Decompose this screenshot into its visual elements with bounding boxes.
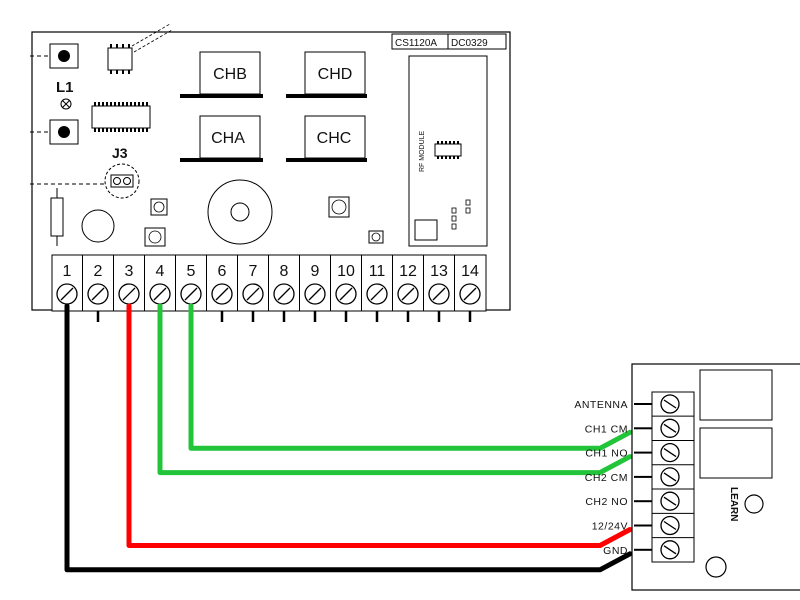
svg-text:CHA: CHA [211,130,245,147]
receiver-terminal [634,488,694,511]
receiver-labels: ANTENNA CH1 CM CH1 NO CH2 CM CH2 NO 12/24V GND [574,399,628,557]
terminal-number: 8 [280,263,289,280]
terminal-number: 14 [461,263,479,280]
date-code: DC0329 [451,38,488,49]
receiver-terminal-block [634,391,695,563]
terminal-number: 1 [63,263,72,280]
board-terminal: 13 [423,255,450,322]
receiver-terminal-label: CH1 CM [585,423,628,435]
receiver-terminal-label: CH1 NO [585,448,628,460]
rf-module-label: RF MODULE [419,130,426,172]
receiver-terminal [634,537,694,560]
board-terminal: 11 [361,255,388,322]
receiver-terminal [634,415,694,438]
led-label: L1 [56,79,74,96]
relay-chb: CHB [180,51,263,98]
fuse [50,188,64,246]
board-terminal: 14 [454,255,481,322]
code-box [391,33,507,50]
rf-module: RF MODULE [408,55,488,247]
relay-cha: CHA [180,115,263,162]
terminal-number: 11 [369,263,386,280]
terminal-number: 6 [218,263,227,280]
board-terminal: 12 [392,255,419,322]
receiver-terminal-label: 12/24V [592,521,628,533]
button-top [49,43,79,69]
button-middle [49,119,79,145]
svg-text:CHC: CHC [317,130,352,147]
receiver-terminal-label: CH2 NO [585,496,628,508]
wire [157,303,633,476]
large-ic [91,102,151,132]
receiver-terminal-label: CH2 CM [585,472,628,484]
terminal-number: 13 [430,263,448,280]
receiver-relay-1 [699,369,773,421]
learn-button [744,494,764,514]
capacitor [81,209,115,243]
small-component-1 [150,198,168,216]
jumper-j3-icon [104,163,140,199]
relay-chc: CHC [286,115,367,162]
receiver-relay-2 [699,427,773,479]
receiver-terminal [634,464,694,487]
wire [188,303,633,451]
relay-chd: CHD [286,51,367,98]
terminal-number: 7 [249,263,258,280]
terminal-number: 9 [311,263,320,280]
terminal-number: 12 [399,263,417,280]
small-ic [107,44,133,74]
svg-text:CHD: CHD [318,66,353,83]
svg-text:CHB: CHB [213,66,247,83]
terminal-number: 3 [125,263,134,280]
learn-label: LEARN [728,487,739,521]
terminal-number: 10 [337,263,355,280]
board-terminal: 8 [268,255,295,322]
led-l1-icon [60,98,72,110]
receiver-terminal [634,439,694,463]
board-terminal: 9 [299,255,326,322]
main-board: CS1120A DC0329 L1 [30,23,511,322]
wire [64,303,633,573]
terminal-number: 2 [94,263,103,280]
buzzer-b1-icon [207,179,273,245]
small-component-3 [328,196,350,218]
receiver-terminal [634,512,694,536]
terminal-number: 4 [156,263,165,280]
board-terminal: 10 [330,255,357,322]
receiver-terminal-label: GND [603,545,628,557]
board-terminal: 7 [237,255,264,322]
wires [64,303,633,573]
model-code: CS1120A [395,38,437,49]
wire [126,303,633,548]
jumper-label: J3 [112,145,128,161]
small-component-2 [144,227,166,247]
board-terminal: 2 [82,255,109,322]
board-terminal: 4 [144,255,171,322]
board-terminal: 6 [206,255,233,322]
receiver-mount-hole [705,556,727,578]
receiver-board: LEARN [631,363,800,591]
terminal-number: 5 [187,263,196,280]
receiver-terminal-label: ANTENNA [574,399,628,411]
receiver-terminal [634,394,680,414]
small-component-4 [368,230,384,244]
